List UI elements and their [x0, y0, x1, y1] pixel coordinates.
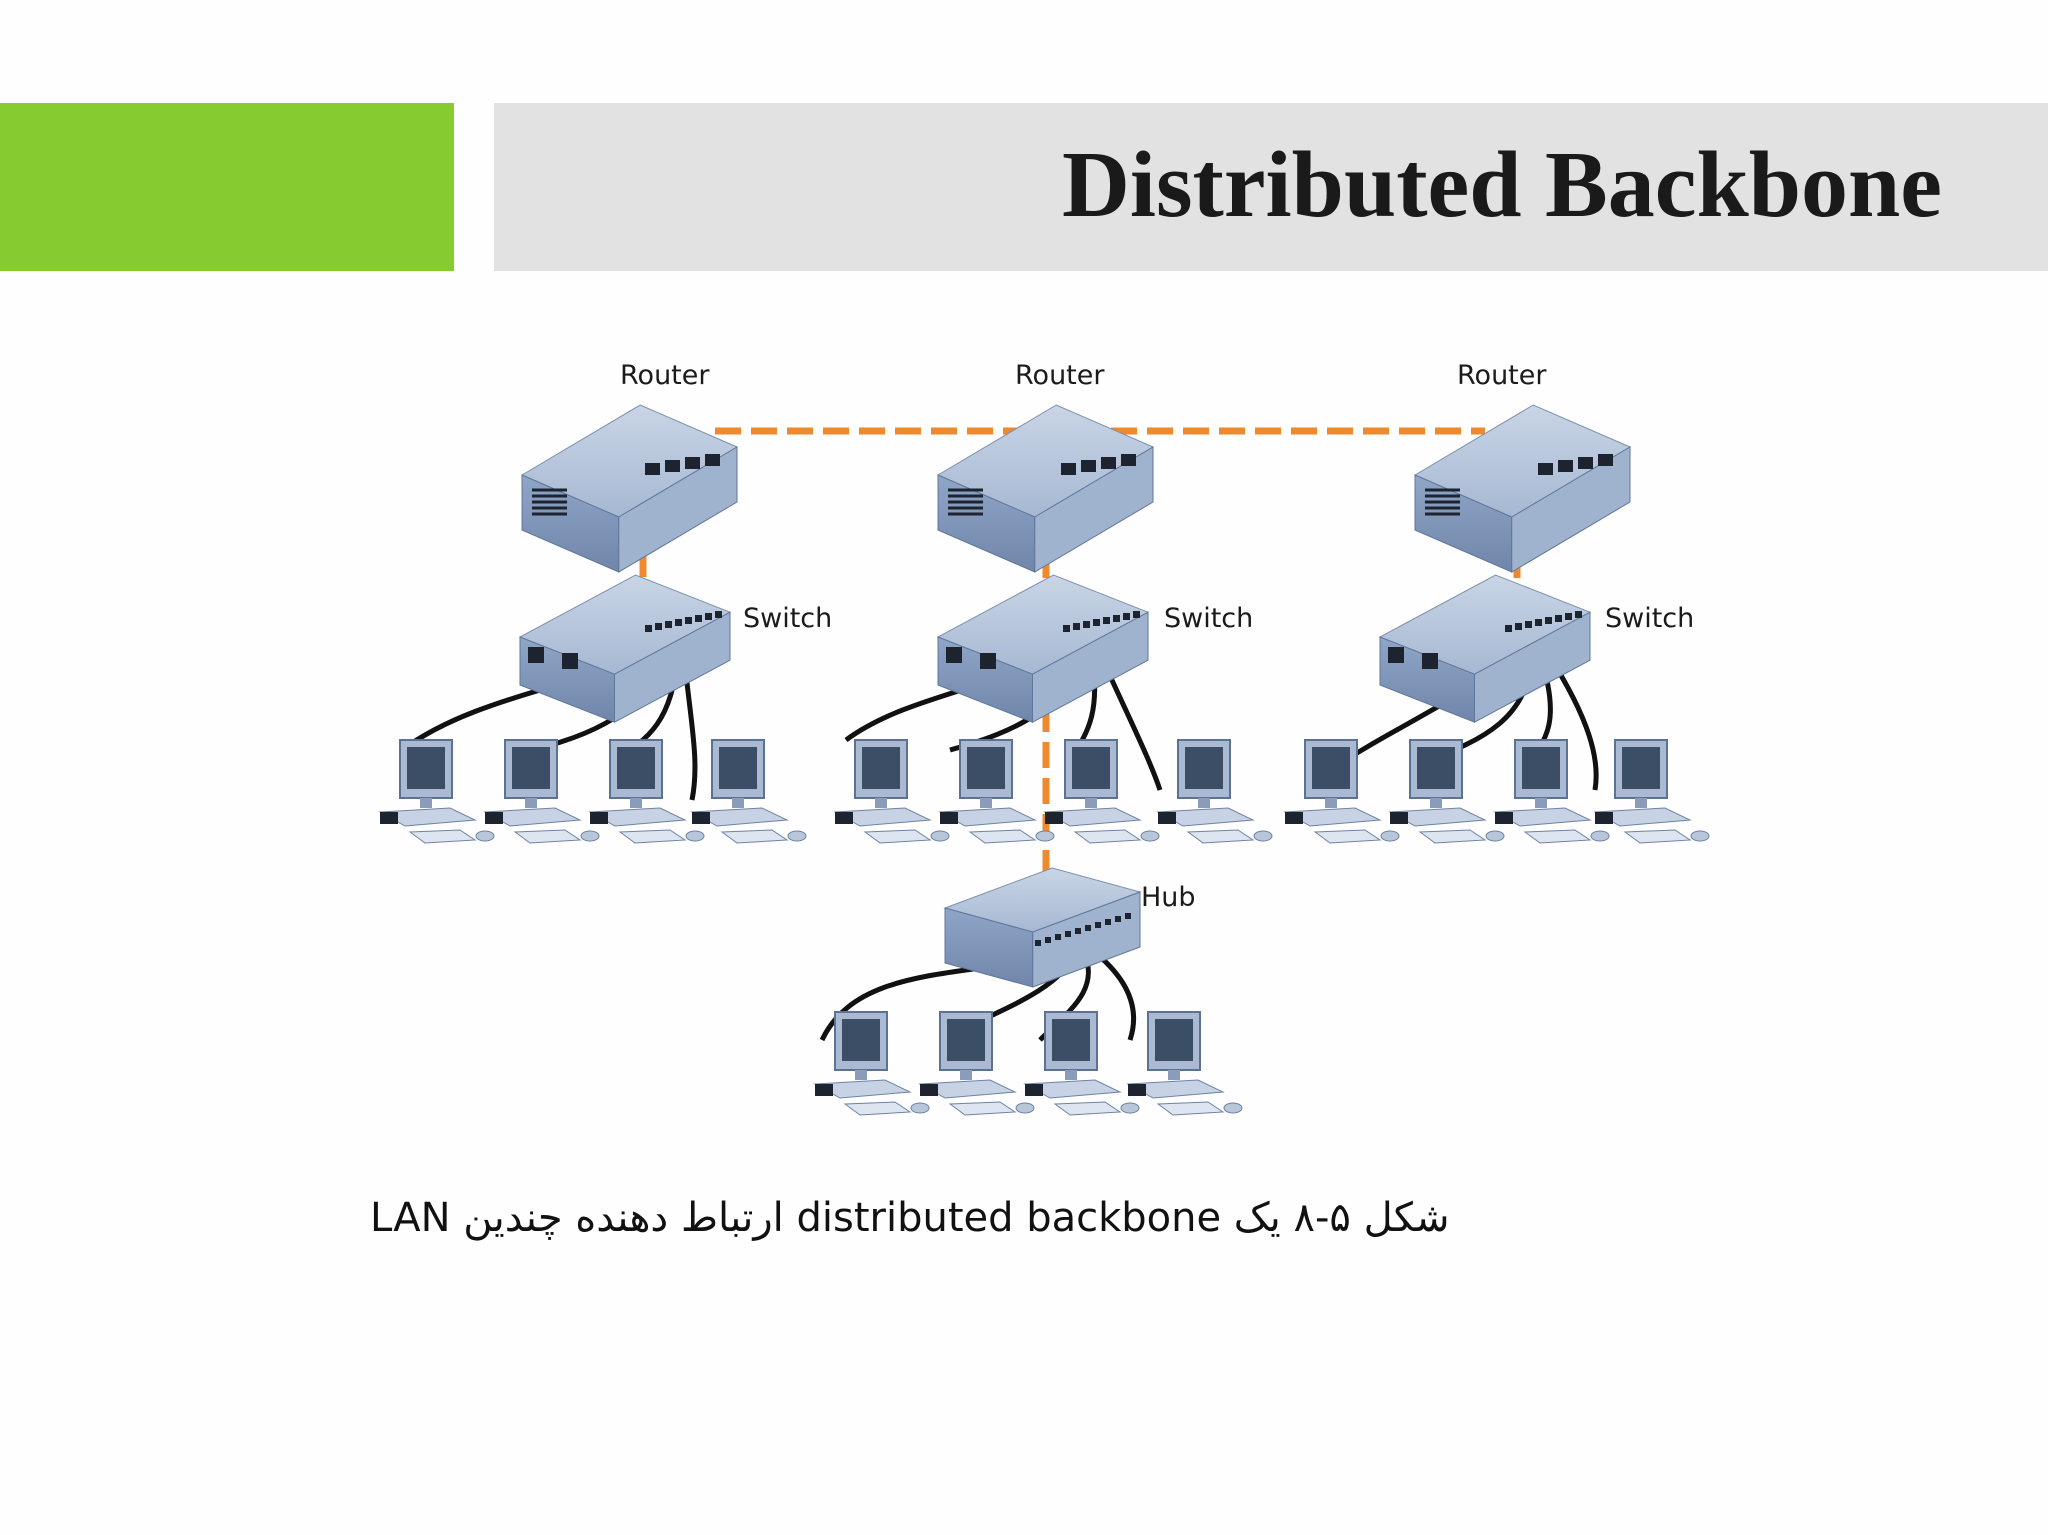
switch-icon — [936, 574, 1150, 724]
computer-icon — [1283, 739, 1400, 844]
figure-caption: شکل ۵-۸ یک distributed backbone ارتباط د… — [370, 1195, 1450, 1241]
title-banner — [494, 103, 2048, 271]
router-icon — [1413, 404, 1632, 573]
hub-label: Hub — [1141, 882, 1196, 913]
computer-icon — [918, 1011, 1035, 1116]
switch-label: Switch — [1605, 603, 1694, 634]
computer-icon — [1126, 1011, 1243, 1116]
switch-label: Switch — [743, 603, 832, 634]
slide-title: Distributed Backbone — [1061, 133, 1942, 237]
computer-icon — [1023, 1011, 1140, 1116]
computer-icon — [1388, 739, 1505, 844]
router-icon — [520, 404, 739, 573]
switch-label: Switch — [1164, 603, 1253, 634]
computer-icon — [938, 739, 1055, 844]
hub-icon — [943, 867, 1142, 988]
computer-icon — [1593, 739, 1710, 844]
switch-icon — [1378, 574, 1592, 724]
switch-icon — [518, 574, 732, 724]
computer-icon — [483, 739, 600, 844]
network-diagram: Router Router Router Switch Switch Switc… — [378, 360, 1710, 1116]
computer-icon — [690, 739, 807, 844]
computer-icon — [813, 1011, 930, 1116]
router-icon — [936, 404, 1155, 573]
accent-bar — [0, 103, 454, 271]
router-label: Router — [1015, 360, 1105, 391]
computer-icon — [588, 739, 705, 844]
computer-icon — [833, 739, 950, 844]
computer-icon — [378, 739, 495, 844]
router-label: Router — [1457, 360, 1547, 391]
computer-icon — [1493, 739, 1610, 844]
computer-icon — [1156, 739, 1273, 844]
router-label: Router — [620, 360, 710, 391]
computer-icon — [1043, 739, 1160, 844]
